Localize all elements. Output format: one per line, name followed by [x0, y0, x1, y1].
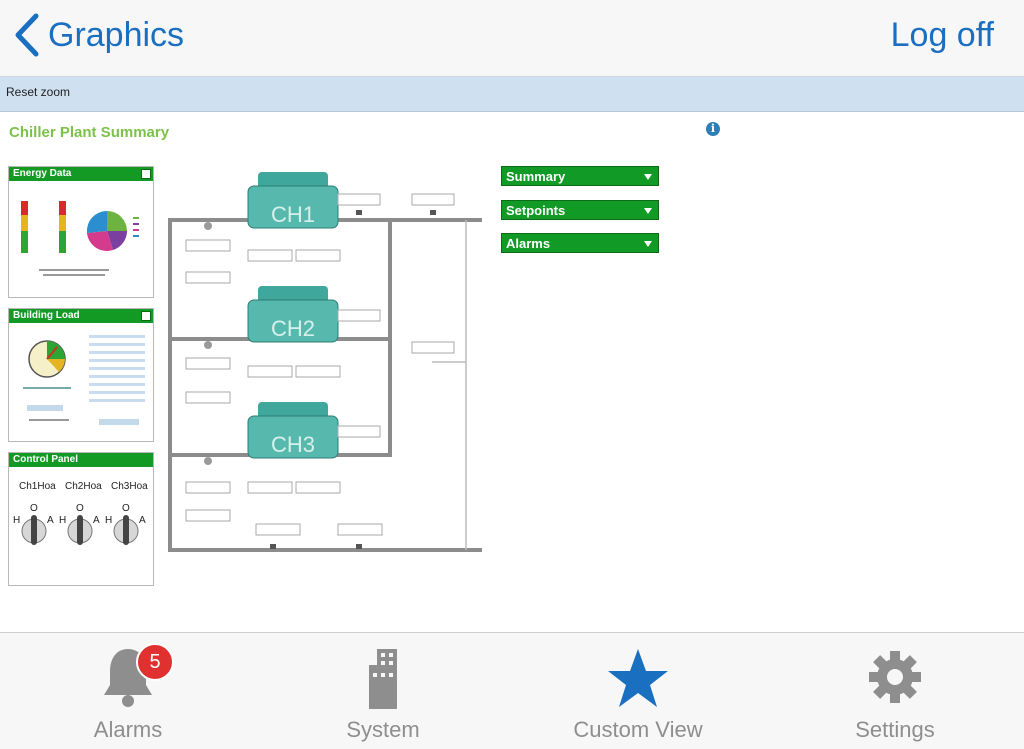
back-button[interactable]: Graphics [12, 10, 184, 60]
hoa-auto-label: A [93, 515, 100, 526]
page-title: Chiller Plant Summary [9, 124, 170, 141]
tab-system[interactable]: System [303, 633, 463, 749]
hoa-off-label: O [76, 503, 84, 514]
energy-data-title: Energy Data [13, 168, 72, 179]
tab-system-label: System [346, 717, 420, 742]
ch2hoa-knob[interactable] [67, 513, 93, 547]
building-load-header: Building Load [9, 309, 153, 323]
control-panel-header: Control Panel [9, 453, 153, 467]
alarm-count-badge: 5 [136, 643, 174, 681]
alarms-dropdown-label: Alarms [506, 236, 551, 251]
summary-dropdown[interactable]: Summary [501, 166, 659, 186]
energy-data-graphic [21, 201, 139, 276]
chiller-ch3[interactable]: CH3 [247, 402, 339, 459]
tab-alarms[interactable]: 5 Alarms [48, 633, 208, 749]
summary-dropdown-label: Summary [506, 169, 566, 184]
chiller-ch2-label: CH2 [271, 316, 315, 341]
building-load-panel[interactable]: Building Load [8, 308, 154, 442]
info-icon[interactable]: i [706, 122, 720, 136]
building-load-title: Building Load [13, 310, 80, 321]
logoff-button[interactable]: Log off [890, 16, 994, 54]
tab-alarms-label: Alarms [93, 717, 163, 742]
tab-settings[interactable]: Settings [815, 633, 975, 749]
zoom-toolbar: Reset zoom [0, 77, 1024, 112]
chevron-down-icon [644, 174, 652, 180]
ch3hoa-label: Ch3Hoa [111, 481, 148, 492]
chiller-ch1-label: CH1 [271, 202, 315, 227]
control-panel-title: Control Panel [13, 454, 79, 465]
ch1hoa-knob[interactable] [21, 513, 47, 547]
hoa-off-label: O [122, 503, 130, 514]
hoa-off-label: O [30, 503, 38, 514]
back-label: Graphics [48, 15, 185, 54]
tab-settings-label: Settings [855, 717, 935, 742]
reset-zoom-button[interactable]: Reset zoom [6, 85, 71, 99]
chevron-down-icon [644, 208, 652, 214]
chiller-ch2[interactable]: CH2 [247, 286, 339, 343]
setpoints-dropdown-label: Setpoints [506, 203, 566, 218]
chiller-schematic: CH1 CH2 CH3 [168, 172, 482, 552]
hoa-auto-label: A [47, 515, 54, 526]
tab-custom-view-label: Custom View [573, 717, 703, 742]
tab-custom-view[interactable]: Custom View [558, 633, 718, 749]
alarms-dropdown[interactable]: Alarms [501, 233, 659, 253]
chiller-ch1[interactable]: CH1 [247, 172, 339, 229]
setpoints-dropdown[interactable]: Setpoints [501, 200, 659, 220]
navigation-bar: Graphics Log off [0, 0, 1024, 77]
ch3hoa-knob[interactable] [113, 513, 139, 547]
graphic-canvas: Chiller Plant Summary i Energy Data Buil… [0, 112, 1024, 632]
tab-bar: 5 Alarms System Custom View [0, 632, 1024, 749]
hoa-hand-label: H [59, 515, 67, 526]
hoa-hand-label: H [13, 515, 21, 526]
chevron-left-icon [15, 13, 39, 57]
chiller-ch3-label: CH3 [271, 432, 315, 457]
ch2hoa-label: Ch2Hoa [65, 481, 102, 492]
energy-data-header: Energy Data [9, 167, 153, 181]
building-icon [369, 649, 397, 709]
energy-data-panel[interactable]: Energy Data [8, 166, 154, 298]
hoa-hand-label: H [105, 515, 113, 526]
gear-icon [869, 651, 921, 703]
ch1hoa-label: Ch1Hoa [19, 481, 56, 492]
building-load-graphic [23, 335, 145, 425]
chevron-down-icon [644, 241, 652, 247]
control-panel[interactable]: Control Panel Ch1Hoa Ch2Hoa Ch3Hoa H O A… [8, 452, 154, 586]
star-icon [608, 649, 668, 707]
hoa-auto-label: A [139, 515, 146, 526]
